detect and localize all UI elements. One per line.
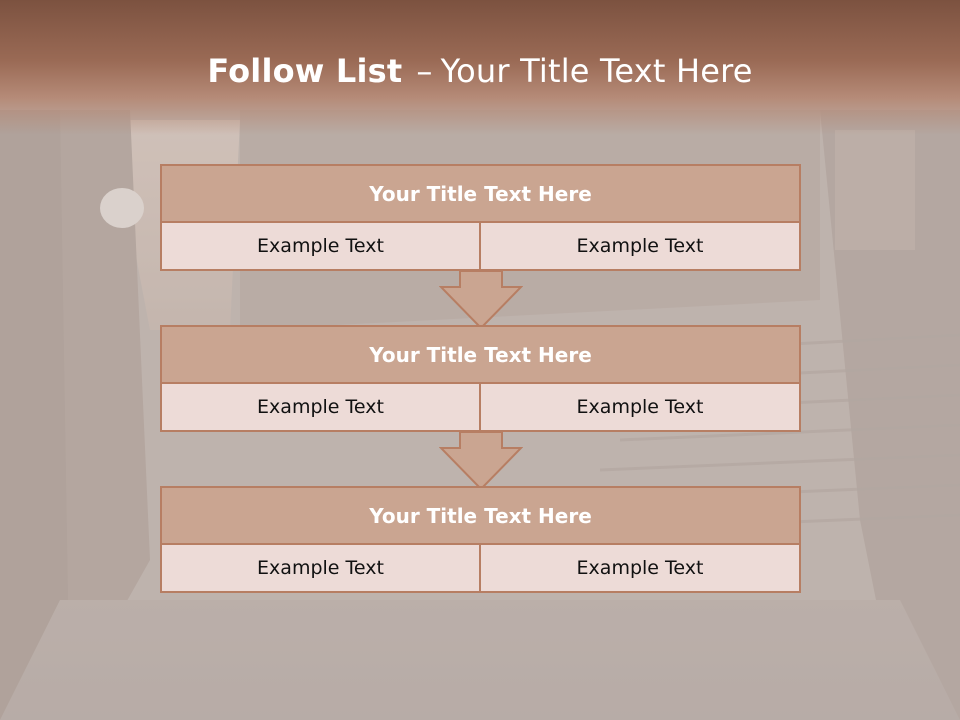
list-block-title: Your Title Text Here: [160, 486, 801, 545]
list-block-left-cell: Example Text: [160, 543, 481, 593]
list-block: Your Title Text Here Example Text Exampl…: [160, 164, 801, 271]
slide-title-bold: Follow List: [207, 52, 403, 90]
list-block-left-cell: Example Text: [160, 382, 481, 432]
slide-title-rest: Your Title Text Here: [440, 52, 753, 90]
list-block-left-cell: Example Text: [160, 221, 481, 271]
title-bar: [0, 0, 960, 135]
list-block-title: Your Title Text Here: [160, 164, 801, 223]
list-block-right-cell: Example Text: [479, 221, 801, 271]
slide-title-dash: –: [416, 52, 433, 90]
list-block: Your Title Text Here Example Text Exampl…: [160, 325, 801, 432]
down-arrow-icon: [439, 271, 523, 329]
down-arrow-icon: [439, 432, 523, 490]
list-block-right-cell: Example Text: [479, 382, 801, 432]
list-block: Your Title Text Here Example Text Exampl…: [160, 486, 801, 593]
list-block-title: Your Title Text Here: [160, 325, 801, 384]
list-block-right-cell: Example Text: [479, 543, 801, 593]
slide-title: Follow List–Your Title Text Here: [0, 52, 960, 90]
